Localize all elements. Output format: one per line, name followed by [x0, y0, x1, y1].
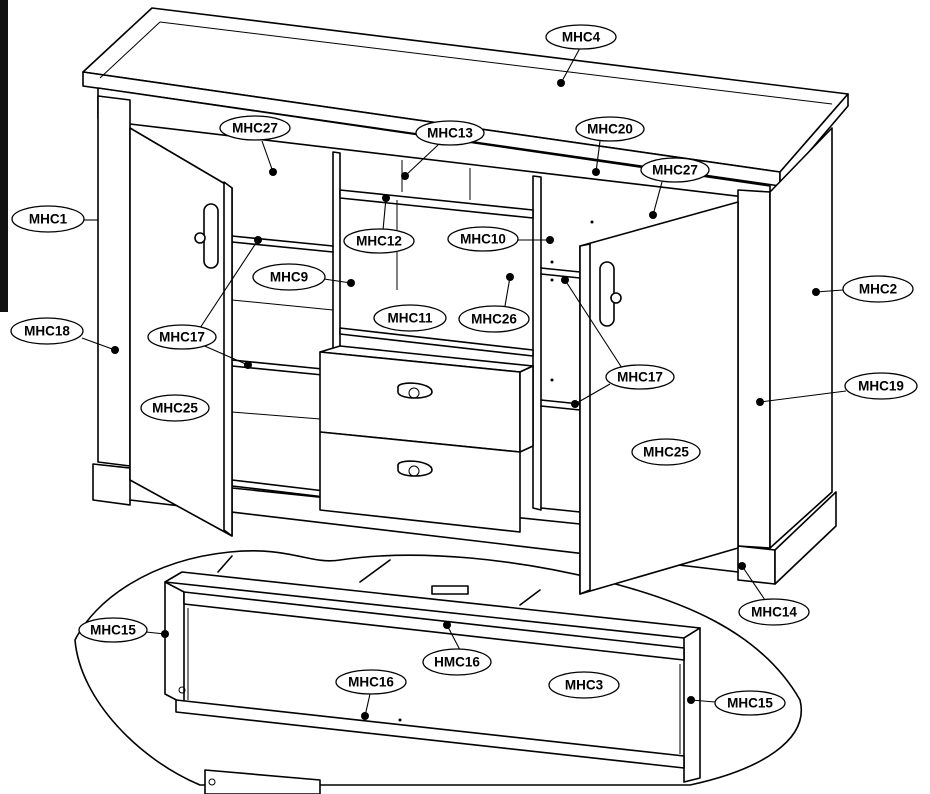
left-shelf-upper-edge: [231, 241, 334, 253]
back-panel-top-marks: [217, 555, 541, 606]
callout-label: MHC12: [356, 234, 402, 249]
callout-mhc25-right: MHC25: [631, 438, 701, 466]
callout-mhc27-left: MHC27: [219, 115, 291, 176]
back-panel-upper-rail: [183, 591, 685, 661]
left-door-handle-slot: [203, 203, 219, 269]
callout-mhc13: MHC13: [401, 120, 485, 180]
callout-mhc20: MHC20: [575, 116, 645, 176]
callout-mhc16: MHC16: [335, 669, 407, 720]
callout-mhc4: MHC4: [545, 24, 617, 87]
callout-label: HMC16: [434, 655, 480, 670]
right-shelf-upper-edge: [540, 273, 581, 279]
callout-mhc2: MHC2: [812, 275, 914, 303]
lower-drawer-handle: [397, 460, 433, 477]
right-side-front-panel: [737, 189, 771, 549]
upper-middle-shelf: [339, 189, 534, 219]
right-bottom-shelf: [540, 507, 581, 513]
lower-part-hole: [208, 778, 216, 786]
callout-mhc9: MHC9: [252, 263, 355, 291]
callout-mhc15-left: MHC15: [78, 617, 169, 643]
right-door-edge: [579, 243, 591, 595]
callout-label: MHC25: [152, 401, 198, 416]
back-panel-pin: [398, 718, 402, 722]
callout-mhc14: MHC14: [738, 562, 810, 626]
callout-label: MHC16: [348, 675, 394, 690]
left-side-panel: [97, 95, 131, 467]
callout-label: MHC19: [858, 379, 904, 394]
back-panel-bottom-rail: [175, 699, 685, 769]
upper-drawer-handle: [397, 382, 433, 399]
callout-label: MHC25: [643, 445, 689, 460]
callout-label: MHC1: [29, 212, 68, 227]
callout-labels: MHC4 MHC27 MHC13 MHC20 MHC27 MHC1: [10, 24, 918, 720]
callout-label: MHC20: [587, 122, 633, 137]
right-side-panel: [769, 127, 833, 549]
right-door-knob: [610, 292, 622, 304]
callout-label: MHC3: [565, 678, 604, 693]
back-panel-detail: [74, 550, 803, 794]
callout-label: MHC2: [859, 282, 897, 297]
shelf-pin: [550, 278, 554, 282]
upper-handle-knob: [408, 387, 420, 399]
callout-mhc1: MHC1: [11, 205, 98, 233]
callout-mhc19: MHC19: [756, 372, 918, 406]
lower-handle-knob: [408, 465, 420, 477]
left-bottom-shelf: [231, 479, 334, 493]
callout-mhc3: MHC3: [548, 671, 620, 699]
right-shelf-lower-edge: [540, 405, 581, 411]
top-bevel-line: [99, 21, 161, 79]
divider-right: [532, 175, 542, 511]
callout-label: MHC18: [24, 324, 70, 339]
callout-mhc10: MHC10: [447, 226, 554, 252]
drawer-side: [519, 365, 534, 453]
left-back-line: [231, 411, 334, 421]
lower-drawer-front: [319, 431, 521, 533]
callout-label: MHC11: [387, 311, 433, 326]
back-panel-right-stile: [683, 627, 701, 783]
left-door-edge: [223, 181, 233, 537]
callout-hmc16: HMC16: [422, 621, 492, 676]
callout-label: MHC17: [159, 330, 205, 345]
left-back-line: [231, 299, 334, 311]
back-panel-hole: [178, 686, 186, 694]
lower-part-corner: [204, 769, 321, 794]
top-bevel-line: [159, 21, 833, 105]
callout-label: MHC13: [427, 126, 473, 141]
callout-mhc25-left: MHC25: [140, 394, 210, 422]
callout-label: MHC10: [460, 232, 506, 247]
callout-mhc17-right: MHC17: [561, 276, 675, 408]
left-door-knob: [194, 232, 206, 244]
callout-label: MHC9: [270, 270, 308, 285]
callout-label: MHC4: [562, 30, 601, 45]
callout-mhc12: MHC12: [343, 194, 415, 254]
callout-label: MHC27: [232, 121, 278, 136]
callout-mhc18: MHC18: [10, 317, 119, 354]
callout-mhc17-left: MHC17: [147, 236, 262, 369]
left-shelf-upper: [231, 235, 334, 247]
shelf-pin: [550, 378, 554, 382]
callout-label: MHC15: [90, 623, 136, 638]
right-door: [579, 201, 739, 595]
left-plinth: [92, 463, 131, 506]
callout-label: MHC14: [751, 605, 797, 620]
cabinet-body: [82, 7, 849, 595]
shelf-pin: [550, 260, 554, 264]
callout-mhc15-right: MHC15: [687, 690, 786, 716]
right-plinth-side: [774, 491, 837, 585]
callout-mhc27-right: MHC27: [640, 157, 710, 219]
shelf-pin: [590, 220, 594, 224]
back-panel-slot: [431, 585, 469, 595]
lower-middle-shelf: [339, 327, 534, 357]
page-edge-strip: [0, 0, 8, 312]
right-shelf-upper: [540, 267, 581, 273]
callout-mhc11: MHC11: [373, 304, 447, 332]
back-panel-left-stile: [164, 581, 185, 705]
callout-label: MHC26: [471, 312, 517, 327]
callout-label: MHC27: [652, 163, 698, 178]
callout-label: MHC15: [727, 696, 773, 711]
callout-label: MHC17: [617, 370, 663, 385]
callout-mhc26: MHC26: [458, 273, 530, 333]
